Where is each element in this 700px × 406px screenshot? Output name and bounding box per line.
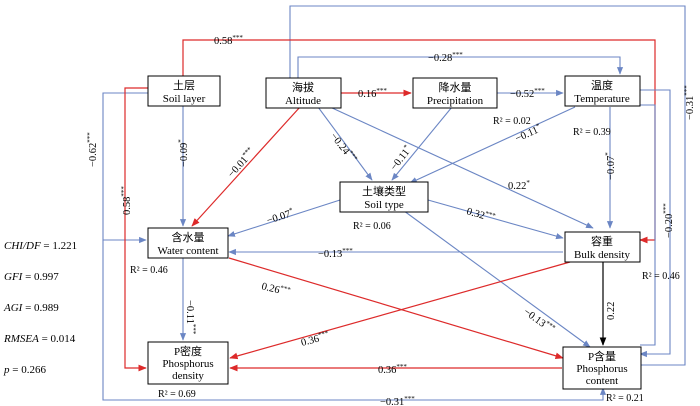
svg-text:Temperature: Temperature bbox=[574, 93, 630, 105]
coef-layer-water: −0.09* bbox=[177, 139, 190, 167]
path-temp-pcontent-b bbox=[640, 104, 656, 346]
svg-text:content: content bbox=[586, 375, 618, 387]
svg-text:海拔: 海拔 bbox=[292, 80, 314, 94]
svg-text:density: density bbox=[172, 370, 204, 382]
coef-alt-water: −0.01*** bbox=[225, 145, 258, 180]
coef-alt-soiltype: −0.24*** bbox=[328, 130, 360, 166]
coef-bottom-pcontent: −0.31*** bbox=[380, 395, 415, 406]
path-layer-pdensity bbox=[124, 87, 148, 372]
coef-precip-temp: −0.52*** bbox=[510, 87, 545, 100]
path-bulk-pdensity bbox=[229, 261, 571, 360]
coef-layer-temp: 0.58*** bbox=[214, 34, 243, 47]
path-soiltype-pcontent bbox=[399, 207, 591, 348]
path-precip-soiltype bbox=[391, 106, 453, 181]
node-soil-layer: 土层 Soil layer bbox=[147, 75, 221, 107]
svg-text:降水量: 降水量 bbox=[439, 80, 472, 94]
path-layer-temp bbox=[182, 39, 656, 244]
coef-soiltype-water: −0.07* bbox=[265, 206, 296, 227]
svg-text:容重: 容重 bbox=[591, 234, 613, 248]
r2-temperature-right: R² = 0.39 bbox=[573, 127, 611, 138]
r2-p-density: R² = 0.69 bbox=[158, 389, 196, 400]
coef-water-pcontent: 0.26*** bbox=[260, 279, 292, 299]
svg-text:温度: 温度 bbox=[591, 78, 613, 92]
svg-text:Precipitation: Precipitation bbox=[427, 95, 484, 107]
path-alt-water bbox=[191, 106, 301, 227]
r2-bulk-density: R² = 0.46 bbox=[642, 271, 680, 282]
svg-text:Soil type: Soil type bbox=[364, 199, 404, 211]
fit-indices: CHI/DF = 1.221 GFI = 0.997 AGI = 0.989 R… bbox=[3, 240, 77, 376]
node-bulk-density: 容重 Bulk density bbox=[564, 231, 641, 263]
svg-text:Phosphorus: Phosphorus bbox=[162, 358, 213, 370]
coef-temp-bulk: −0.07* bbox=[604, 152, 617, 180]
r2-temperature-left: R² = 0.02 bbox=[493, 116, 531, 127]
fit-agi: AGI = 0.989 bbox=[3, 302, 59, 314]
fit-chidf: CHI/DF = 1.221 bbox=[4, 240, 77, 252]
coef-layer-pdensity: 0.58*** bbox=[120, 186, 133, 215]
svg-text:含水量: 含水量 bbox=[172, 230, 205, 244]
coef-water-pdensity: −0.11*** bbox=[184, 300, 197, 335]
coef-pcontent-pdensity: 0.36*** bbox=[378, 363, 407, 376]
path-soiltype-water bbox=[227, 199, 341, 237]
coef-bulk-pcontent: 0.22 bbox=[606, 302, 617, 320]
path-outer-top bbox=[289, 5, 686, 369]
r2-water-content: R² = 0.46 bbox=[130, 265, 168, 276]
svg-text:Soil layer: Soil layer bbox=[163, 93, 206, 105]
coef-soiltype-bulk: 0.32*** bbox=[465, 204, 497, 225]
svg-text:Altitude: Altitude bbox=[285, 95, 321, 107]
coef-bulk-water: −0.13*** bbox=[318, 247, 353, 260]
r2-soil-type: R² = 0.06 bbox=[353, 221, 391, 232]
r2-p-content: R² = 0.21 bbox=[606, 393, 644, 404]
svg-text:Phosphorus: Phosphorus bbox=[576, 363, 627, 375]
fit-gfi: GFI = 0.997 bbox=[4, 271, 59, 283]
path-alt-bulk bbox=[329, 106, 594, 229]
coef-alt-precip: 0.16*** bbox=[358, 87, 387, 100]
svg-text:土壤类型: 土壤类型 bbox=[362, 184, 406, 198]
svg-text:Bulk density: Bulk density bbox=[574, 249, 630, 261]
coef-bulk-pdensity: 0.36*** bbox=[299, 329, 331, 349]
svg-text:P密度: P密度 bbox=[174, 344, 202, 358]
coef-layer-pcontent: −0.62*** bbox=[86, 132, 99, 167]
node-p-density: P密度 Phosphorus density bbox=[147, 341, 229, 385]
coef-temp-pcontent: −0.31*** bbox=[683, 85, 696, 120]
svg-text:土层: 土层 bbox=[173, 79, 195, 92]
node-precipitation: 降水量 Precipitation bbox=[412, 77, 498, 109]
node-temperature: 温度 Temperature bbox=[564, 75, 641, 107]
node-water-content: 含水量 Water content bbox=[147, 227, 229, 259]
path-temp-pcontent bbox=[639, 89, 671, 358]
coef-alt-temp: −0.28*** bbox=[428, 51, 463, 64]
svg-text:Water content: Water content bbox=[157, 245, 218, 257]
node-altitude: 海拔 Altitude bbox=[265, 77, 342, 109]
path-water-pcontent bbox=[228, 257, 564, 360]
path-alt-soiltype bbox=[317, 106, 373, 181]
fit-p: p = 0.266 bbox=[3, 364, 46, 376]
node-soil-type: 土壤类型 Soil type bbox=[339, 181, 429, 213]
path-soiltype-bulk bbox=[427, 199, 564, 240]
svg-text:P含量: P含量 bbox=[588, 349, 616, 363]
node-p-content: P含量 Phosphorus content bbox=[562, 346, 642, 390]
coef-alt-bulk: 0.22* bbox=[508, 179, 530, 192]
path-temp-soiltype bbox=[409, 106, 576, 184]
coef-temp-pcontent-right: −0.20*** bbox=[662, 203, 675, 238]
path-alt-temp bbox=[297, 56, 624, 80]
fit-rmsea: RMSEA = 0.014 bbox=[3, 333, 76, 345]
path-bottom-loop bbox=[102, 240, 607, 401]
